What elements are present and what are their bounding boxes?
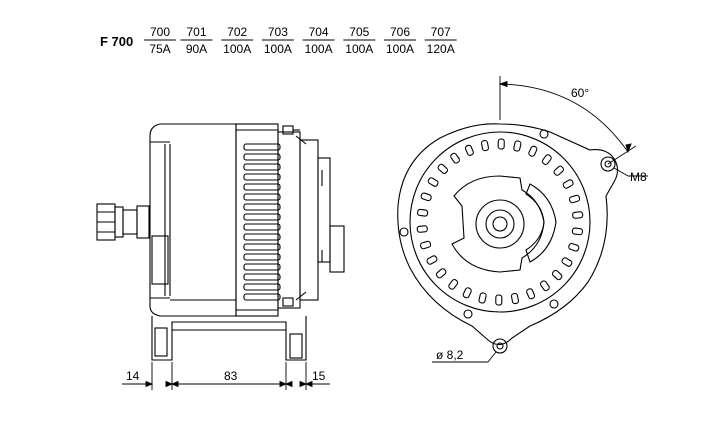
model-code: 702 [227,25,247,39]
vent-slot [478,292,487,304]
side-view [96,123,345,390]
model-rating: 100A [345,42,373,56]
model-code: 701 [186,25,206,39]
vent-slot [435,268,447,279]
model-rating: 100A [305,42,333,56]
thread-label: M8 [630,170,647,184]
model-columns: 700 75A 701 90A 702 100A 703 100A 704 100A 705 100A… [144,25,457,56]
angle-label: 60° [571,86,589,100]
angle-annotation [432,76,648,363]
vent-slot [513,140,522,152]
front-housing [149,123,237,317]
vent-slot [417,208,429,217]
bottom-mount-hole [492,338,508,354]
vent-slot [427,177,439,187]
vent-slot [495,294,503,306]
cooling-fin [243,213,281,221]
model-rating: 75A [149,42,170,56]
model-code: 707 [431,25,451,39]
model-rating: 100A [386,42,414,56]
model-code: 704 [309,25,329,39]
vent-slot [526,288,536,300]
vent-slot [420,192,432,202]
dim-label-14: 14 [126,369,140,383]
vent-slot [539,280,550,292]
vent-slot [541,154,552,165]
cooling-fin [243,263,281,271]
model-rating: 120A [427,42,455,56]
front-housing-outline [397,123,619,346]
vent-slot [464,144,474,156]
side-dimensions [122,362,330,390]
top-mount-hole [600,156,616,172]
vent-slot [497,138,505,150]
vent-slot [437,163,449,174]
mounting-feet [151,316,307,361]
vent-slot [572,211,584,219]
shaft-inner [485,209,515,239]
vent-slot [562,179,574,189]
series-title: F 700 [100,34,133,49]
shaft-outer [475,199,525,249]
cooling-fin [243,173,281,181]
model-code: 703 [268,25,288,39]
dim-label-15: 15 [312,369,326,383]
model-code: 706 [390,25,410,39]
vent-slot [510,292,519,305]
dim-label-83: 83 [224,369,238,383]
vent-slot [571,227,584,236]
cooling-fin [243,233,281,241]
cooling-fin [243,253,281,261]
cooling-fin [243,163,281,171]
vent-slot [568,242,580,252]
vent-slot [448,279,459,290]
cooling-fin [243,183,281,191]
vent-slot [462,287,472,299]
cooling-fin [243,143,281,151]
vent-slot [419,240,432,250]
cooling-fin [243,203,281,211]
cooling-fin [243,223,281,231]
rear-housing [277,125,345,309]
vent-slot [553,165,565,176]
vent-slot [416,225,428,233]
vent-slot [568,194,581,204]
model-rating: 90A [186,42,207,56]
model-rating: 100A [223,42,251,56]
model-rating: 100A [264,42,292,56]
vent-slot [450,152,460,164]
vent-slot [561,257,573,267]
cooling-fin [243,283,281,291]
model-code: 700 [150,25,170,39]
model-code: 705 [349,25,369,39]
cooling-fin [243,193,281,201]
cooling-fin [243,293,281,301]
rotor-cover [451,175,545,273]
stator-fins [235,123,281,317]
front-view [397,76,648,363]
vent-slot [528,145,538,157]
hole-label: ø 8,2 [436,348,464,362]
vent-slot [480,139,489,152]
vent-slot [426,255,438,265]
cooling-fin [243,273,281,281]
model-table: F 700 70075A70190A702100A703100A704100A7… [100,25,457,56]
vent-slot [551,269,563,281]
pulley-nut [96,203,150,241]
cooling-fin [243,243,281,251]
cooling-fin [243,153,281,161]
